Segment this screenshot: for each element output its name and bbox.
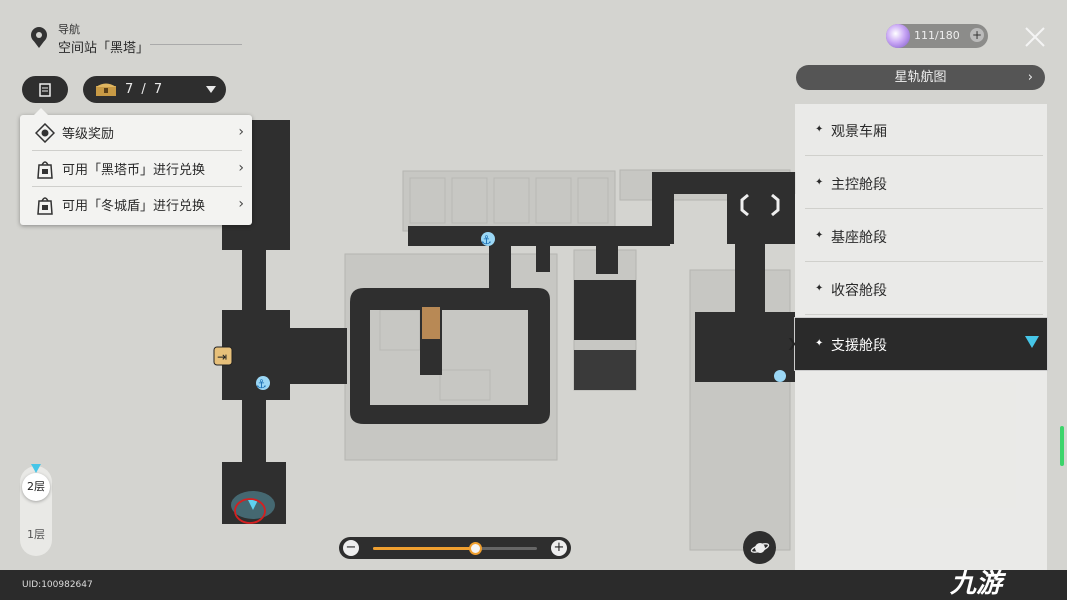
chevron-down-icon bbox=[206, 86, 216, 93]
zone-label: 支援舱段 bbox=[831, 338, 887, 354]
map-door bbox=[422, 307, 440, 339]
zone-list: ✦ 观景车厢 ✦ 主控舱段 ✦ 基座舱段 ✦ 收容舱段 ✦ 支援舱段 bbox=[794, 104, 1048, 570]
document-icon bbox=[39, 82, 51, 97]
map-corridors bbox=[222, 120, 796, 524]
zone-item[interactable]: ✦ 收容舱段 bbox=[795, 263, 1047, 315]
rewards-dropdown: 等级奖励 › 可用「黑塔币」进行兑换 › 可用「冬城盾」进行兑换 › bbox=[20, 108, 252, 225]
dropdown-item-level-reward[interactable]: 等级奖励 › bbox=[20, 115, 252, 150]
treasure-chest-icon bbox=[96, 83, 116, 96]
zone-label: 主控舱段 bbox=[831, 177, 887, 193]
floor-button-2[interactable]: 2层 bbox=[22, 473, 50, 501]
teleport-marker: ⚓ ⚓ bbox=[256, 232, 786, 391]
stamina-counter[interactable]: 111/180 + bbox=[886, 24, 988, 48]
zone-item-active[interactable]: ✦ 支援舱段 bbox=[794, 317, 1048, 371]
sparkle-icon: ✦ bbox=[815, 283, 824, 294]
svg-text:⇥: ⇥ bbox=[217, 350, 227, 364]
scrollbar[interactable] bbox=[1060, 426, 1064, 466]
close-icon[interactable] bbox=[1022, 24, 1048, 50]
chevron-right-icon: › bbox=[238, 160, 244, 176]
planet-button[interactable] bbox=[743, 531, 776, 564]
zone-label: 观景车厢 bbox=[831, 124, 887, 140]
location-name: 空间站「黑塔」 bbox=[58, 41, 150, 56]
zoom-slider[interactable] bbox=[373, 542, 537, 555]
current-floor-icon bbox=[31, 464, 41, 473]
current-location-icon bbox=[1025, 336, 1039, 348]
shop-icon bbox=[34, 158, 56, 180]
zoom-control: − + bbox=[339, 537, 571, 559]
sparkle-icon: ✦ bbox=[815, 230, 824, 241]
nav-label: 导航 bbox=[58, 23, 80, 36]
floor-button-1[interactable]: 1层 bbox=[27, 528, 45, 541]
level-reward-icon bbox=[34, 122, 56, 144]
chevron-right-icon: › bbox=[238, 124, 244, 140]
log-button[interactable] bbox=[22, 76, 68, 103]
zone-label: 基座舱段 bbox=[831, 230, 887, 246]
dropdown-item-winter-shield-shop[interactable]: 可用「冬城盾」进行兑换 › bbox=[20, 187, 252, 222]
zone-label: 收容舱段 bbox=[831, 283, 887, 299]
dropdown-item-herta-coin-shop[interactable]: 可用「黑塔币」进行兑换 › bbox=[20, 151, 252, 186]
chevron-right-icon: › bbox=[238, 196, 244, 212]
divider bbox=[805, 261, 1043, 262]
floor-selector: 2层 1层 bbox=[20, 464, 52, 556]
location-pin-icon bbox=[31, 27, 47, 48]
target-marker bbox=[231, 491, 275, 524]
divider bbox=[805, 208, 1043, 209]
svg-text:⚓: ⚓ bbox=[481, 233, 492, 247]
zoom-in-button[interactable]: + bbox=[551, 540, 567, 556]
svg-text:⚓: ⚓ bbox=[256, 377, 267, 391]
divider bbox=[805, 314, 1043, 315]
sparkle-icon: ✦ bbox=[815, 177, 824, 188]
divider bbox=[150, 44, 242, 45]
chest-counter-dropdown[interactable]: 7 / 7 bbox=[83, 76, 226, 103]
divider bbox=[32, 186, 242, 187]
uid-label: UID:100982647 bbox=[22, 580, 93, 590]
zoom-slider-fill bbox=[373, 547, 475, 550]
dropdown-item-label: 等级奖励 bbox=[62, 127, 115, 142]
sparkle-icon: ✦ bbox=[815, 124, 824, 135]
sparkle-icon: ✦ bbox=[815, 338, 824, 349]
stamina-value: 111/180 bbox=[914, 29, 960, 42]
star-rail-map-label: 星轨航图 bbox=[894, 70, 947, 85]
chest-count: 7 / 7 bbox=[125, 82, 165, 97]
exit-marker: ⇥ bbox=[213, 346, 233, 366]
shop-icon bbox=[34, 194, 56, 216]
zoom-out-button[interactable]: − bbox=[343, 540, 359, 556]
dropdown-item-label: 可用「黑塔币」进行兑换 bbox=[62, 163, 206, 178]
planet-icon bbox=[750, 542, 769, 553]
zoom-slider-handle[interactable] bbox=[468, 542, 482, 555]
footer-bar bbox=[0, 570, 1067, 600]
divider bbox=[805, 155, 1043, 156]
zone-item[interactable]: ✦ 主控舱段 bbox=[795, 157, 1047, 209]
chevron-right-icon: › bbox=[1027, 70, 1033, 85]
stamina-orb-icon bbox=[886, 24, 910, 48]
stamina-add-button[interactable]: + bbox=[970, 28, 984, 42]
star-rail-map-button[interactable]: 星轨航图 › bbox=[796, 65, 1045, 90]
zone-item[interactable]: ✦ 基座舱段 bbox=[795, 210, 1047, 262]
divider bbox=[32, 150, 242, 151]
zone-item[interactable]: ✦ 观景车厢 bbox=[795, 104, 1047, 156]
watermark-logo: 九游 bbox=[950, 569, 1003, 599]
selection-arrow-icon: ❯ bbox=[787, 336, 798, 350]
dropdown-item-label: 可用「冬城盾」进行兑换 bbox=[62, 199, 206, 214]
